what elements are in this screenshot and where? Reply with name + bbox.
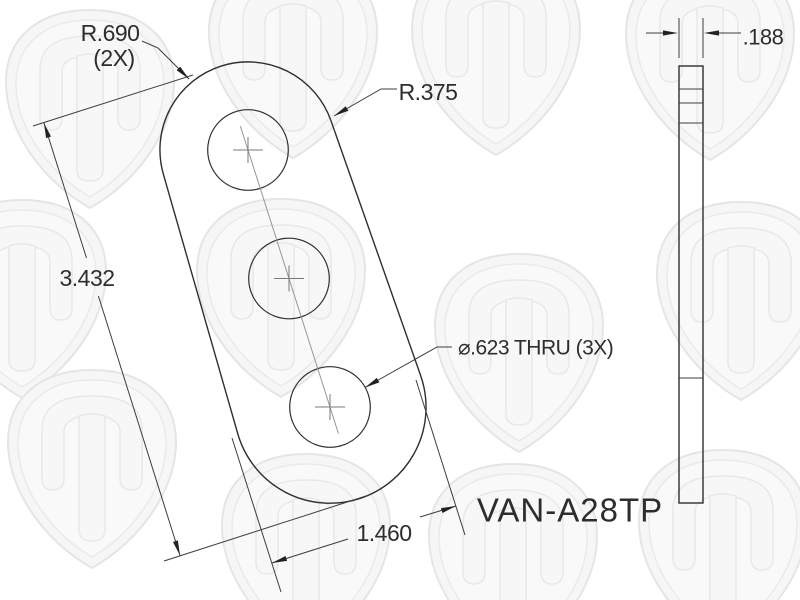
watermark-shield-icon [208,0,378,159]
side-view: .188 [646,18,784,504]
dim-length-text: 3.432 [59,265,114,291]
dim-thickness-text: .188 [743,25,784,50]
leader-corner-radius-line [333,88,397,117]
hole-middle [248,237,330,320]
dimension-thickness: .188 [646,18,784,58]
dim-length-ext-top [32,74,194,127]
watermark-shield-icon [638,449,800,600]
leader-hole-callout-line [364,346,452,388]
arrowhead [704,30,719,36]
end-radius-text: R.690 [81,20,140,46]
hole-top [207,109,289,191]
center-mark-middle [274,265,304,292]
arrowhead [663,30,678,36]
arrowhead [440,506,456,513]
side-view-outline [678,65,704,504]
dim-length-line-upper [43,122,87,259]
watermark-shield-icon [428,463,598,600]
arrowhead [272,556,288,563]
watermark-shield-icon [7,369,177,569]
end-radius-qty-text: (2X) [93,45,134,71]
dim-width-ext-right [415,379,466,536]
corner-radius-text: R.375 [399,79,458,105]
hole-callout-text: ⌀.623 THRU (3X) [458,337,613,360]
arrowhead [44,123,51,139]
dim-width-text: 1.460 [356,520,411,546]
arrowhead [176,66,189,79]
dim-length-line-lower [97,295,181,556]
center-mark-top [233,137,263,163]
watermark-part-number: VAN-A28TP [477,492,663,529]
front-view: 3.432 1.460 R.690 (2X) R.375 [32,20,614,593]
leader-end-radius: R.690 (2X) [81,20,190,80]
arrowhead [334,106,349,116]
dimension-width: 1.460 [231,379,466,593]
dim-length-ext-bottom [163,494,370,562]
watermark-shield-icon [411,0,581,156]
center-mark-bottom [315,394,345,420]
watermark-shield-icon [0,199,107,399]
part-outline [159,61,427,504]
dimension-length: 3.432 [32,74,370,562]
leader-corner-radius: R.375 [333,79,458,117]
arrowhead [365,377,380,388]
arrowhead [173,540,180,556]
dim-width-ext-left [231,437,282,593]
leader-hole-callout: ⌀.623 THRU (3X) [364,337,614,388]
hole-bottom [289,366,371,448]
